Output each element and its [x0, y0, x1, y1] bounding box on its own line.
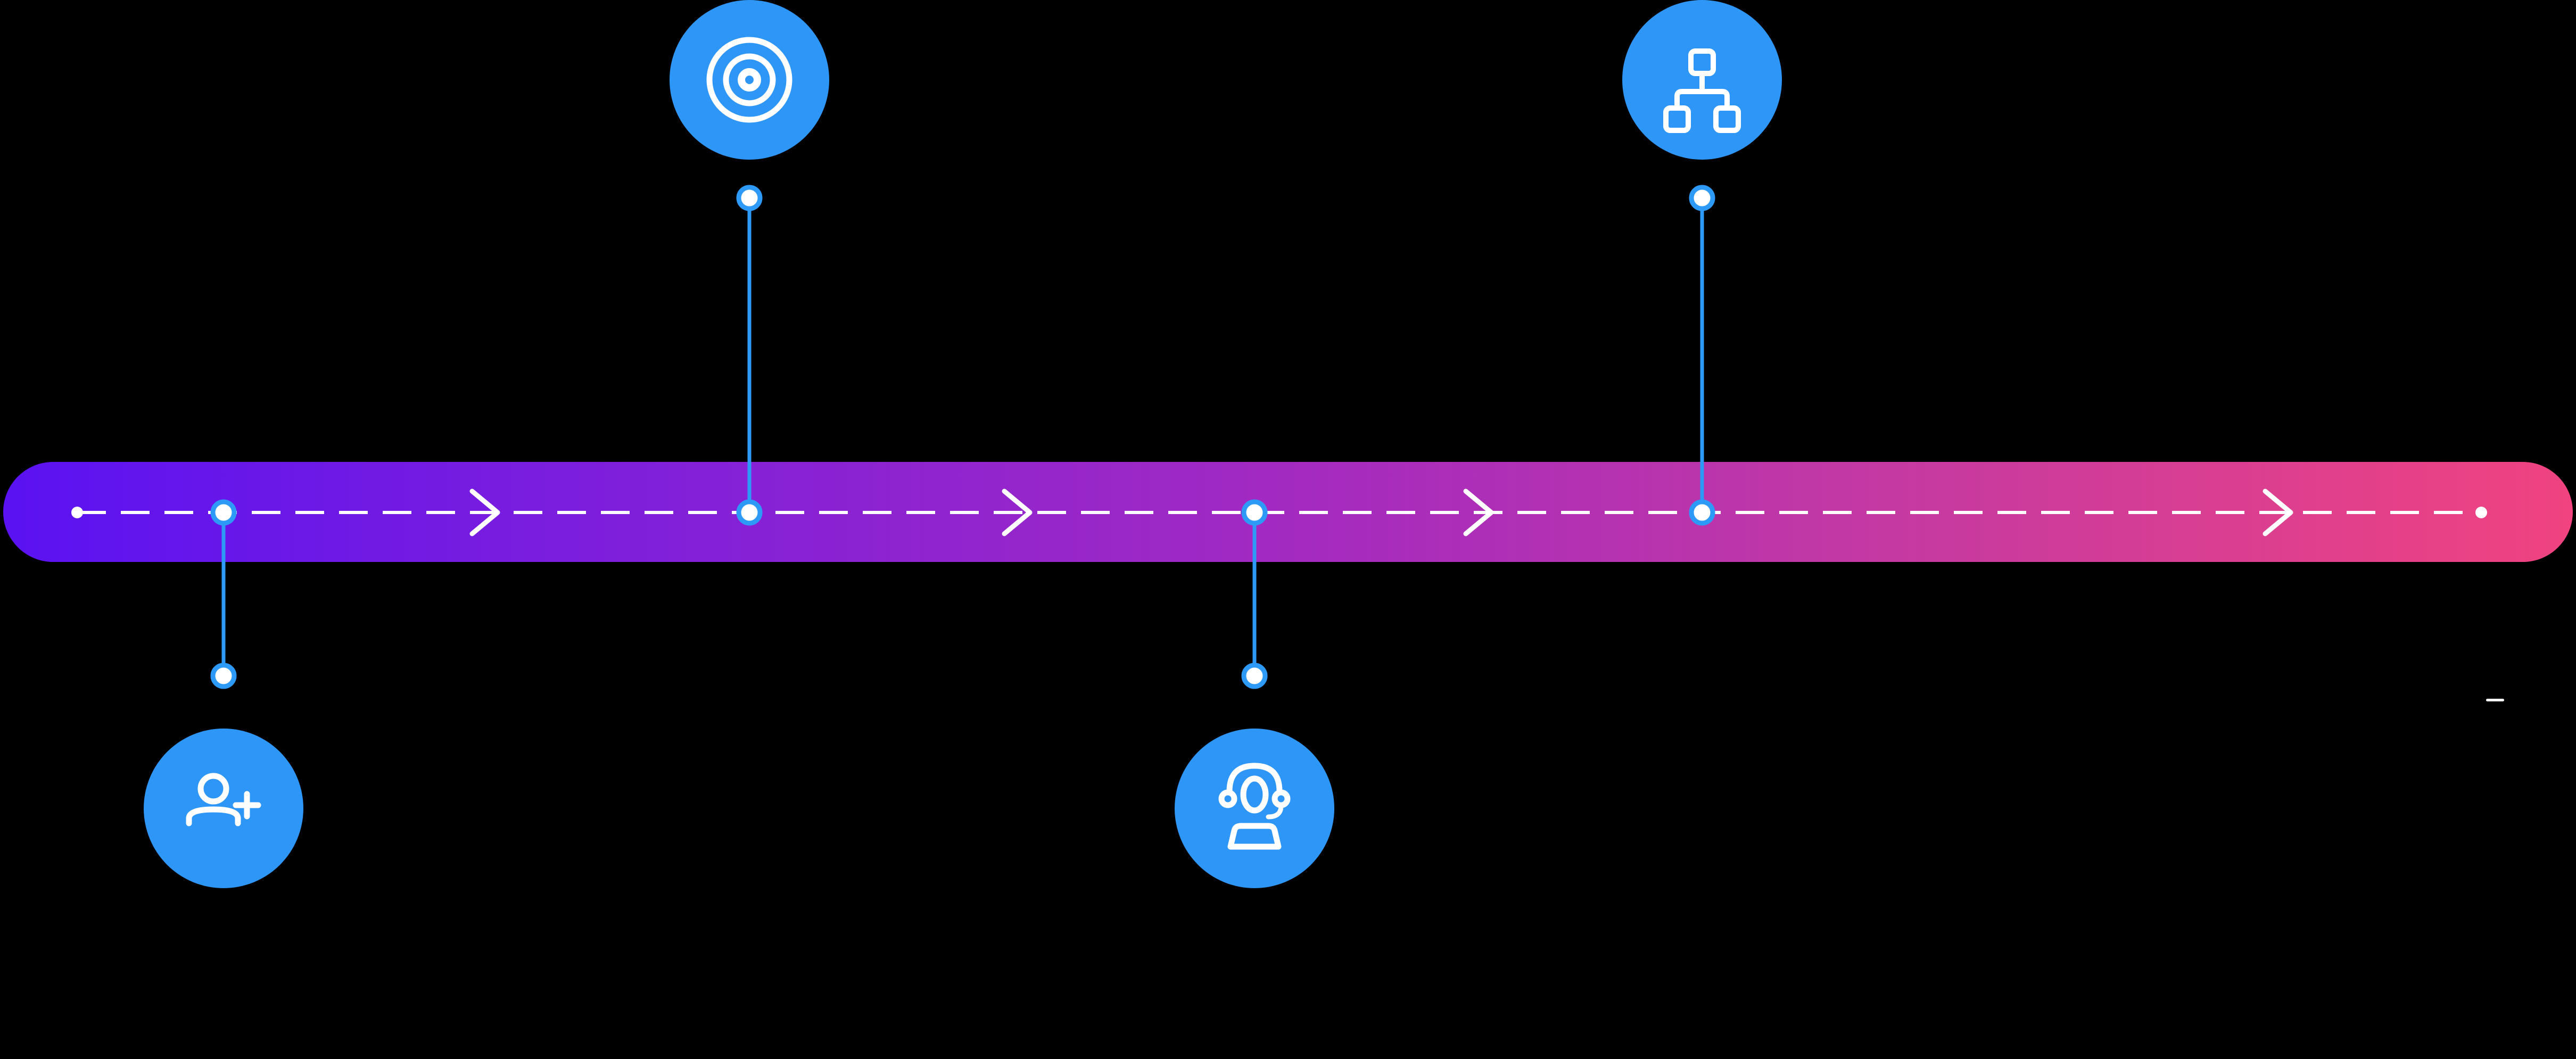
user-shoulders [186, 806, 241, 826]
end-dot [2475, 507, 2487, 518]
icon-circle [670, 0, 829, 160]
user-head [197, 773, 229, 805]
milestone [144, 499, 303, 888]
arrow-chevron-icon [2263, 489, 2293, 536]
connector-dot [736, 185, 763, 211]
connector-dot [210, 663, 237, 689]
arrow-chevron-icon [1463, 489, 1494, 536]
headset-left-pad [1218, 789, 1237, 808]
milestone [670, 0, 829, 526]
headset-band [1226, 763, 1283, 795]
target-center-ring [738, 68, 761, 92]
arrow-chevron-icon [469, 489, 500, 536]
org-chart-icon [1663, 48, 1741, 133]
org-branch-link [1674, 89, 1730, 108]
agent-head [1240, 775, 1269, 814]
target-icon [706, 37, 792, 123]
milestone [1622, 0, 1782, 526]
agent-body [1227, 823, 1282, 850]
connector-dot [1241, 663, 1268, 689]
target-outer-ring [706, 37, 792, 123]
timeline-node [1689, 499, 1715, 526]
timeline-node [1241, 499, 1268, 526]
timeline-bar [3, 462, 2573, 562]
timeline-node [210, 499, 237, 526]
arrow-chevron-icon [1002, 489, 1033, 536]
stray-dash [2486, 699, 2504, 701]
add-user-icon [186, 773, 261, 826]
connector-dot [1689, 185, 1715, 211]
timeline-node [736, 499, 763, 526]
start-dot [71, 507, 83, 518]
target-middle-ring [723, 53, 776, 106]
support-agent-icon [1218, 763, 1291, 850]
milestone [1175, 499, 1334, 888]
headset-mic [1266, 803, 1284, 820]
